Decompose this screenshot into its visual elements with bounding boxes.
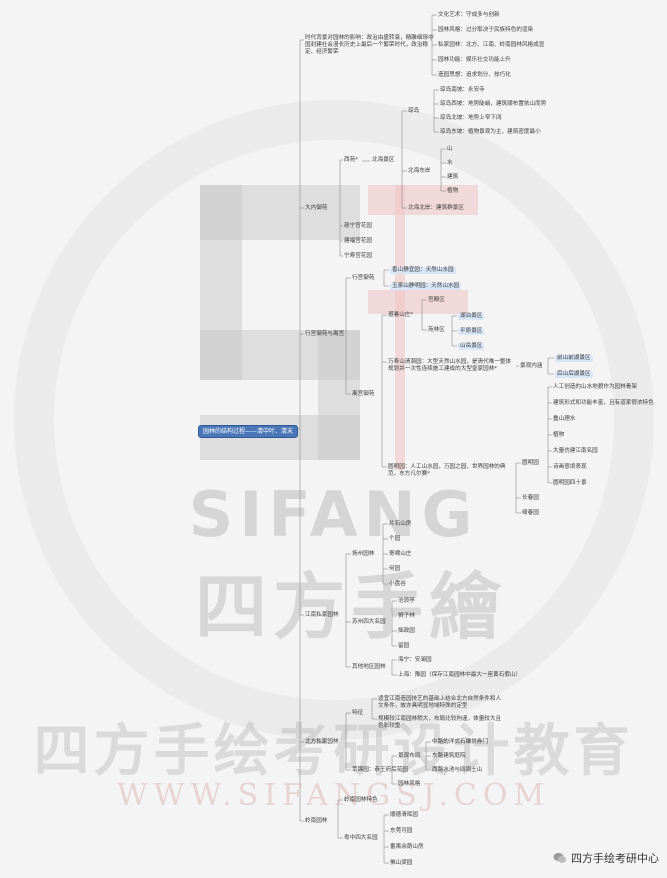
node-y3[interactable]: 叠山理水 [553,416,576,422]
node-jnsj[interactable]: 江南私家园林 [305,612,339,618]
node-jf[interactable]: 建福宫花园 [344,238,372,244]
node-py[interactable]: 平原景区 [458,328,485,335]
node-ymy[interactable]: 玉泉山静明园：天然山水园 [390,283,462,290]
node-qq[interactable]: 前山前湖景区 [555,355,593,362]
node-sh[interactable]: 上海：豫园（保存江南园林中最大一座黄石假山） [398,672,522,678]
node-bfsj[interactable]: 北方私家园林 [305,739,339,745]
node-szl[interactable]: 狮子林 [398,613,415,619]
node-bg-5[interactable]: 造园思想：追求划分、技巧化 [438,72,511,78]
node-qiongdao[interactable]: 琼岛 [408,108,420,114]
node-bhbh[interactable]: 北海北岸：建筑群景区 [408,205,464,211]
node-jyj[interactable]: 香山静宜园：天然山水园 [390,267,456,274]
node-y6[interactable]: 诗画意境表现 [553,464,587,470]
node-wss[interactable]: 万寿山清漪园：大型天然山水园，是清代唯一整体规划并一次性连续施工建成的大型皇家园… [388,359,512,372]
node-qd-3[interactable]: 琼岛北坡：地势上窄下阔 [440,115,502,121]
node-qd-2[interactable]: 琼岛西坡：地势陡峭，建筑顺布置依山而势 [440,101,547,107]
node-y2[interactable]: 建筑形式和功能丰富，且有道家很浓特色 [553,400,654,406]
node-bhda[interactable]: 北海东岸 [408,168,431,174]
node-xzfg[interactable]: 园林风格 [398,781,421,787]
node-ydmy[interactable]: 粤中四大名园 [344,835,378,841]
wechat-icon [553,853,567,863]
node-hn[interactable]: 海宁：安澜园 [398,657,432,663]
node-ymy-in[interactable]: 圆明园 [522,460,539,466]
node-y5[interactable]: 大量仿建江南名园 [553,448,598,454]
node-bg-1[interactable]: 文化艺术：守成多与创新 [438,12,500,18]
node-qhy[interactable]: 顺德清晖园 [390,812,418,818]
node-qd-1[interactable]: 琼岛南坡：永安寺 [440,87,485,93]
node-jz[interactable]: 建筑 [447,174,459,180]
node-bg[interactable]: 时代背景对园林的影响：政治由盛转衰，精雕细琢中国封建社会漫长历史上最后一个繁荣时… [305,35,434,55]
node-yzyl[interactable]: 扬州园林 [352,551,375,557]
node-szsm[interactable]: 苏州四大名园 [352,619,386,625]
node-pyy[interactable]: 番禺余荫山房 [390,844,424,850]
node-sl[interactable]: 山岳景区 [458,343,485,350]
node-j1[interactable]: 中路的洋式石雕拱券门 [432,739,488,745]
node-qc[interactable]: 绮春园 [522,510,539,516]
node-ts-1[interactable]: 适宜江南造园技艺的基础上结合北方自然条件和人文条件，故亦具明显地域特殊的定型 [378,696,502,709]
brand-name: 四方手绘考研中心 [571,852,659,865]
node-jxsz[interactable]: 寄啸山庄 [389,551,412,557]
node-hy[interactable]: 何园 [389,566,401,572]
node-ly[interactable]: 留园 [398,643,410,649]
node-dnyy[interactable]: 大内御苑 [305,205,328,211]
node-cn[interactable]: 慈宁宫花园 [344,223,372,229]
node-jgnr[interactable]: 景观布局 [398,753,421,759]
node-xiyuan[interactable]: 西苑* [344,157,358,163]
node-shan[interactable]: 山 [447,146,453,152]
node-lnyl[interactable]: 岭南园林 [305,818,328,824]
node-ymy2[interactable]: 圆明园：人工山水园，万园之园，世界园林的典范，东方凡尔赛* [388,464,506,477]
node-zzy[interactable]: 拙政园 [398,628,415,634]
node-bsszz[interactable]: 避暑山庄* [388,312,414,318]
node-clt[interactable]: 沧浪亭 [398,598,415,604]
node-ts[interactable]: 特征 [352,710,364,716]
root-node[interactable]: 园林的结构过程——清中叶、清末 [198,425,299,438]
node-gy[interactable]: 个园 [389,536,401,542]
node-j2[interactable]: 东路建筑庭院 [432,753,466,759]
node-y7[interactable]: 圆明园四十景 [553,480,587,486]
node-yuanlin[interactable]: 苑林区 [428,327,445,333]
node-hqq[interactable]: 宫殿区 [428,297,445,303]
node-y1[interactable]: 人工创造的山水地貌作为园林骨架 [553,384,637,390]
node-jqnw[interactable]: 景观内涵 [520,363,543,369]
node-cc[interactable]: 长春园 [522,495,539,501]
node-j3[interactable]: 西路水池与四周土山 [432,767,483,773]
node-qtdq[interactable]: 其他地区园林 [352,664,386,670]
node-nsy[interactable]: 宁寿宫花园 [344,253,372,259]
brand-label: 四方手绘考研中心 [553,850,659,866]
node-lnt[interactable]: 岭南园林特色 [344,797,378,803]
node-bg-2[interactable]: 园林风格：过分取决于民族特色的渲染 [438,27,534,33]
node-shui[interactable]: 水 [447,160,453,166]
node-hshu[interactable]: 后山后湖景区 [555,371,593,378]
node-xgyy2[interactable]: 行宫御苑 [352,275,375,281]
node-beihai[interactable]: 北海景区 [372,157,395,163]
node-dgk[interactable]: 东莞可园 [390,828,413,834]
node-lgyy[interactable]: 离宫御苑 [352,391,375,397]
sifang-logo-watermark [14,100,654,740]
node-bg-3[interactable]: 私家园林：北方、江南、岭南园林风格成显 [438,42,545,48]
node-ts-2[interactable]: 规模较江南园林稍大，布局比较拘谨，体量较大且色彩较重 [378,716,502,729]
node-pszs[interactable]: 片石山房 [389,521,412,527]
node-fsl[interactable]: 佛山梁园 [390,860,413,866]
node-zw[interactable]: 植物 [447,188,459,194]
node-bg-4[interactable]: 园林功能：娱乐社交功能上升 [438,57,511,63]
node-cwf[interactable]: 萃锦园：恭王府后花园 [352,767,408,773]
node-xpy[interactable]: 小盘谷 [389,581,406,587]
node-xgyy[interactable]: 行宫御苑与离宫 [305,331,345,337]
node-hh[interactable]: 湖泊景区 [458,313,485,320]
node-y4[interactable]: 植物 [553,432,565,438]
node-qd-4[interactable]: 琼岛东坡：植物景观为主，建筑密度最小 [440,129,541,135]
